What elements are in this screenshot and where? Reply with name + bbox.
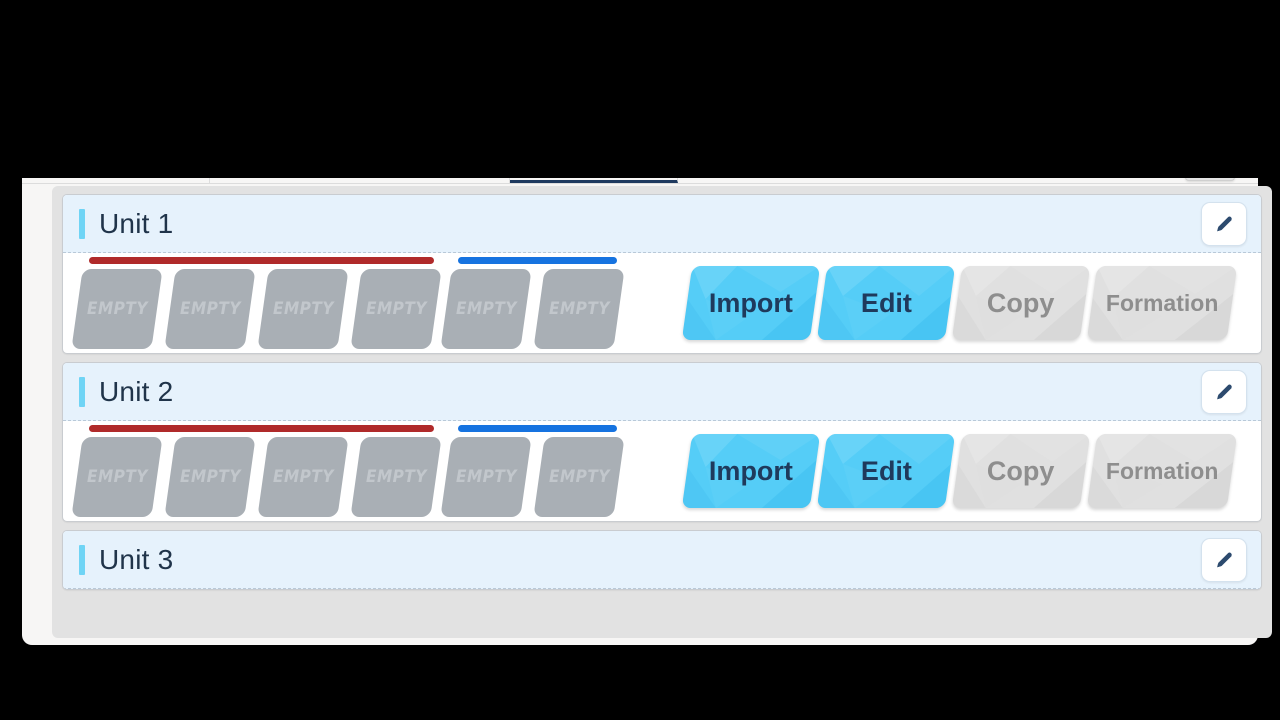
slot-area: EMPTY EMPTY EMPTY EMPTY EMPTY EMPTY — [71, 257, 625, 349]
pencil-icon — [1217, 384, 1232, 399]
unit-body: EMPTY EMPTY EMPTY EMPTY EMPTY EMPTY — [63, 253, 1261, 353]
toolbar-tab-stub-4[interactable] — [678, 178, 1014, 183]
unit-slot[interactable]: EMPTY — [533, 437, 625, 517]
group-bar-red — [89, 425, 434, 432]
slot-label: EMPTY — [548, 467, 610, 487]
formation-button-label: Formation — [1105, 289, 1219, 316]
unit-card: Unit 2 EMPTY EMPTY EMPT — [62, 362, 1262, 522]
unit-accent-bar — [79, 376, 85, 407]
import-button-label: Import — [709, 455, 793, 486]
unit-header: Unit 1 — [63, 195, 1261, 253]
unit-edit-button[interactable] — [1201, 537, 1247, 582]
slot-group-red: EMPTY EMPTY EMPTY EMPTY — [71, 425, 442, 517]
formation-button[interactable]: Formation — [1086, 266, 1238, 340]
edit-button[interactable]: Edit — [816, 266, 956, 340]
unit-accent-bar — [79, 544, 85, 575]
slot-label: EMPTY — [365, 467, 427, 487]
unit-slot[interactable]: EMPTY — [71, 437, 163, 517]
group-bar-blue — [458, 257, 617, 264]
unit-slot[interactable]: EMPTY — [440, 269, 532, 349]
copy-button[interactable]: Copy — [951, 434, 1091, 508]
copy-button[interactable]: Copy — [951, 266, 1091, 340]
toolbar-tab-stub-2[interactable] — [210, 178, 510, 183]
unit-header: Unit 2 — [63, 363, 1261, 421]
slot-label: EMPTY — [548, 299, 610, 319]
action-button-row: Import Edit Copy Formation — [681, 266, 1238, 340]
unit-card: Unit 3 — [62, 530, 1262, 590]
unit-slot[interactable]: EMPTY — [257, 437, 349, 517]
slot-label: EMPTY — [86, 299, 148, 319]
unit-slot[interactable]: EMPTY — [164, 437, 256, 517]
unit-title: Unit 1 — [99, 207, 174, 239]
toolbar-strip — [22, 178, 1258, 184]
slot-label: EMPTY — [179, 299, 241, 319]
toolbar-tab-stub-1[interactable] — [22, 178, 210, 183]
pencil-icon — [1217, 552, 1232, 567]
edit-button-label: Edit — [860, 455, 912, 486]
unit-slot[interactable]: EMPTY — [440, 437, 532, 517]
unit-card: Unit 1 EMPTY EMPTY EMPT — [62, 194, 1262, 354]
app-viewport: Unit 1 EMPTY EMPTY EMPT — [0, 178, 1280, 648]
unit-header: Unit 3 — [63, 531, 1261, 589]
slot-label: EMPTY — [455, 467, 517, 487]
unit-accent-bar — [79, 208, 85, 239]
copy-button-label: Copy — [987, 287, 1055, 318]
slot-area: EMPTY EMPTY EMPTY EMPTY EMPTY EMPTY — [71, 425, 625, 517]
slot-label: EMPTY — [86, 467, 148, 487]
group-bar-red — [89, 257, 434, 264]
copy-button-label: Copy — [987, 455, 1055, 486]
slot-group-red: EMPTY EMPTY EMPTY EMPTY — [71, 257, 442, 349]
slot-label: EMPTY — [272, 299, 334, 319]
unit-edit-button[interactable] — [1201, 201, 1247, 246]
slot-label: EMPTY — [455, 299, 517, 319]
formation-button[interactable]: Formation — [1086, 434, 1238, 508]
page-surface: Unit 1 EMPTY EMPTY EMPT — [22, 178, 1272, 645]
unit-slot[interactable]: EMPTY — [164, 269, 256, 349]
unit-list-scroll-panel[interactable]: Unit 1 EMPTY EMPTY EMPT — [52, 186, 1272, 638]
slot-group-blue: EMPTY EMPTY — [440, 425, 625, 517]
formation-button-label: Formation — [1105, 457, 1219, 484]
import-button[interactable]: Import — [681, 266, 821, 340]
edit-button[interactable]: Edit — [816, 434, 956, 508]
toolbar-tab-stub-active[interactable] — [510, 178, 678, 183]
import-button[interactable]: Import — [681, 434, 821, 508]
unit-slot[interactable]: EMPTY — [71, 269, 163, 349]
unit-slot[interactable]: EMPTY — [350, 437, 442, 517]
unit-slot[interactable]: EMPTY — [533, 269, 625, 349]
action-button-row: Import Edit Copy Formation — [681, 434, 1238, 508]
unit-title: Unit 3 — [99, 543, 174, 575]
unit-slot[interactable]: EMPTY — [257, 269, 349, 349]
unit-edit-button[interactable] — [1201, 369, 1247, 414]
unit-title: Unit 2 — [99, 375, 174, 407]
import-button-label: Import — [709, 287, 793, 318]
pencil-icon — [1217, 216, 1232, 231]
toolbar-button-stub[interactable] — [1185, 178, 1235, 181]
edit-button-label: Edit — [860, 287, 912, 318]
group-bar-blue — [458, 425, 617, 432]
slot-group-blue: EMPTY EMPTY — [440, 257, 625, 349]
unit-body: EMPTY EMPTY EMPTY EMPTY EMPTY EMPTY — [63, 421, 1261, 521]
slot-label: EMPTY — [179, 467, 241, 487]
slot-label: EMPTY — [365, 299, 427, 319]
slot-label: EMPTY — [272, 467, 334, 487]
unit-slot[interactable]: EMPTY — [350, 269, 442, 349]
